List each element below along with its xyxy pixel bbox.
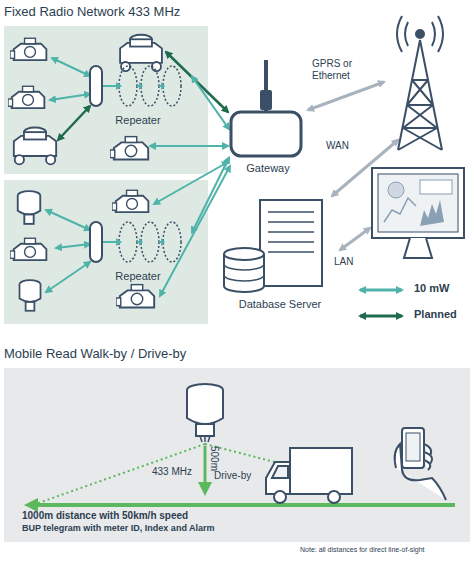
legend-sample <box>356 284 406 296</box>
radio-link <box>192 77 229 130</box>
section-title: Mobile Read Walk-by / Drive-by <box>4 347 186 362</box>
repeater-icon <box>86 216 186 268</box>
node-label: Gateway <box>226 162 310 174</box>
legend-text: 10 mW <box>414 282 449 294</box>
node-label: Repeater <box>86 270 190 282</box>
link-label: GPRS or Ethernet <box>312 58 374 81</box>
frequency-label: 433 MHz <box>152 466 192 478</box>
section-title: Fixed Radio Network 433 MHz <box>4 5 180 20</box>
database-server-icon <box>220 196 336 296</box>
gateway-icon <box>226 56 306 160</box>
gateway-node: Gateway <box>226 56 310 174</box>
repeater-icon <box>86 60 186 112</box>
link-label: WAN <box>326 140 349 152</box>
legend-sample <box>356 310 406 322</box>
legend-arrow <box>360 315 402 318</box>
distance-note: 1000m distance with 50km/h speed <box>22 510 188 522</box>
legend-arrow <box>360 289 402 292</box>
node-label: Repeater <box>86 114 190 126</box>
legend-text: Planned <box>414 308 457 320</box>
mode-label: Drive-by <box>214 470 251 482</box>
repeater-node: Repeater <box>86 60 190 126</box>
radio-link <box>192 157 229 232</box>
node-label: Database Server <box>220 298 340 310</box>
distance-label: 500m <box>209 446 221 471</box>
link-label: LAN <box>334 256 353 268</box>
telegram-note: BUP telegram with meter ID, Index and Al… <box>22 523 215 533</box>
footnote: Note: all distances for direct line-of-s… <box>300 546 425 554</box>
database-server-node: Database Server <box>220 196 340 310</box>
repeater-node: Repeater <box>86 216 190 282</box>
